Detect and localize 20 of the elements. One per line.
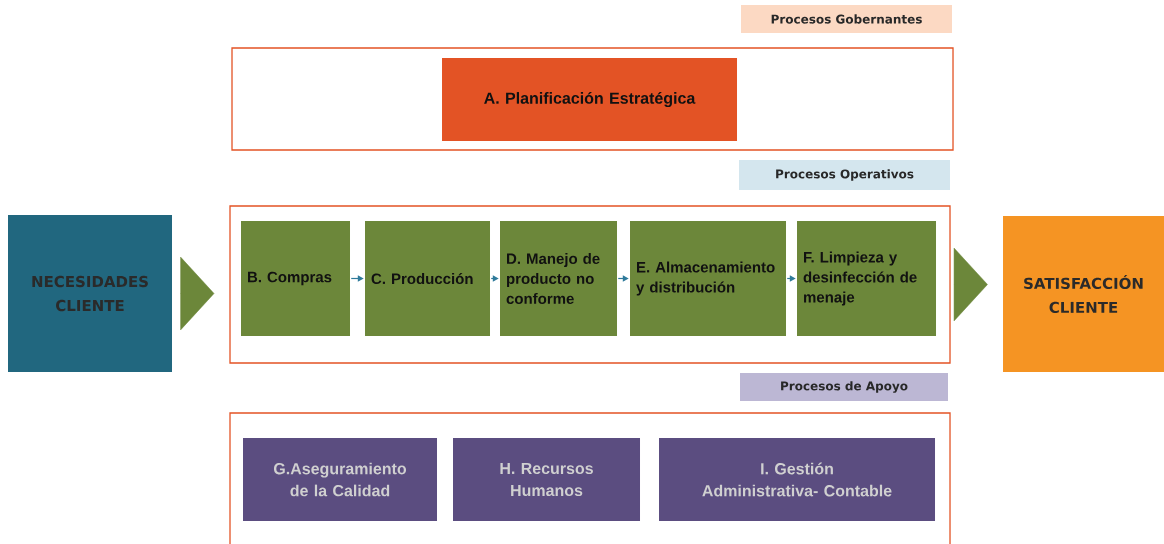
arrow (953, 247, 988, 322)
arrow (786, 275, 796, 282)
group-tag: Procesos de Apoyo (740, 373, 948, 401)
arrow (180, 256, 215, 331)
process-box: E. Almacenamiento y distribución (630, 221, 786, 336)
process-box: B. Compras (241, 221, 350, 336)
customer-box: SATISFACCIÓN CLIENTE (1003, 216, 1164, 372)
customer-box: NECESIDADES CLIENTE (8, 215, 172, 372)
process-box: G.Aseguramiento de la Calidad (243, 438, 437, 521)
process-box: H. Recursos Humanos (453, 438, 640, 521)
group-tag: Procesos Operativos (739, 160, 950, 190)
process-box: I. Gestión Administrativa- Contable (659, 438, 935, 521)
arrow (350, 275, 364, 282)
arrow (617, 275, 629, 282)
process-box: A. Planificación Estratégica (442, 58, 737, 141)
process-box: C. Producción (365, 221, 490, 336)
arrow (490, 275, 499, 282)
group-tag: Procesos Gobernantes (741, 5, 952, 33)
process-box: F. Limpieza y desinfección de menaje (797, 221, 936, 336)
process-box: D. Manejo de producto no conforme (500, 221, 617, 336)
